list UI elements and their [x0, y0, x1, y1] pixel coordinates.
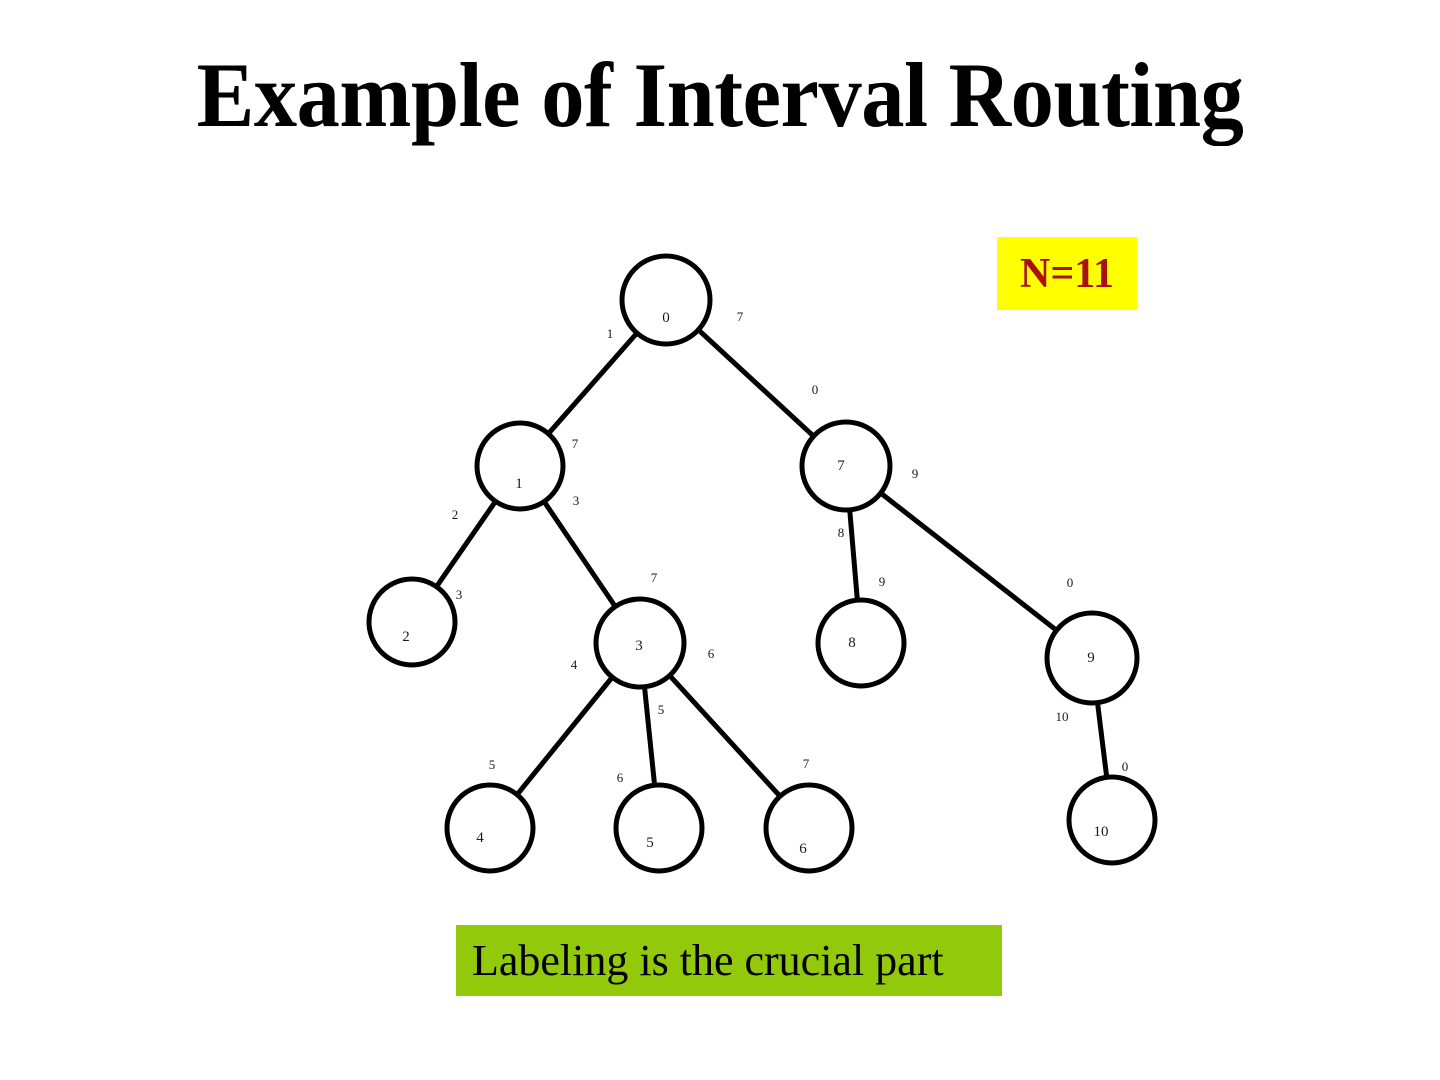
edge-label-3-5-near3: 5: [658, 702, 665, 717]
node-5-label: 5: [646, 835, 654, 851]
node-9-label: 9: [1087, 650, 1095, 666]
page-title: Example of Interval Routing: [196, 44, 1244, 146]
graph-edge-1-3: [540, 498, 619, 610]
edge-label-7-8-near8: 9: [879, 574, 886, 589]
node-2-label: 2: [402, 629, 410, 645]
graph-edge-7-8: [847, 507, 861, 603]
node-0-label: 0: [662, 310, 670, 326]
node-6-label: 6: [799, 841, 807, 857]
edge-label-3-4-near4: 5: [489, 757, 496, 772]
node-3-label: 3: [635, 638, 643, 654]
graph-node-0: [619, 253, 713, 347]
edge-label-3-4-near3: 4: [571, 657, 578, 672]
node-4-label: 4: [476, 830, 484, 846]
graph-edges: [433, 326, 1110, 800]
edge-label-1-2-near1: 2: [452, 507, 459, 522]
edge-label-1-3-near1: 3: [573, 493, 580, 508]
edge-label-3-5-near5: 6: [617, 770, 624, 785]
graph-node-8: [815, 597, 907, 689]
graph-edge-0-1: [545, 329, 641, 437]
edge-label-0-1-near0: 1: [607, 326, 614, 341]
graph-node-2: [366, 576, 458, 668]
graph-edge-7-9: [877, 489, 1060, 634]
graph-node-7: [799, 419, 893, 513]
caption-banner-label: Labeling is the crucial part: [472, 936, 944, 985]
edge-label-3-6-near6: 7: [803, 756, 810, 771]
graph-node-10: [1066, 774, 1158, 866]
graph-node-3: [593, 596, 687, 690]
caption-banner: Labeling is the crucial part: [456, 925, 1002, 996]
graph-node-4: [444, 782, 536, 874]
graph-node-1: [474, 420, 566, 512]
node-8-label: 8: [848, 635, 856, 651]
edge-label-9-10-near10: 0: [1122, 759, 1129, 774]
graph-nodes: [366, 253, 1158, 874]
node-count-badge: N=11: [997, 237, 1137, 310]
node-10-label: 10: [1094, 824, 1109, 840]
graph-edge-3-6: [666, 672, 784, 800]
edge-label-7-9-near7: 9: [912, 466, 919, 481]
edge-label-0-1-near1: 7: [572, 436, 579, 451]
graph-edge-0-7: [695, 326, 817, 440]
node-count-badge-label: N=11: [1020, 250, 1114, 297]
edge-label-7-9-near9: 0: [1067, 575, 1074, 590]
edge-label-7-8-near7: 8: [838, 525, 845, 540]
edge-label-9-10-near9: 10: [1056, 709, 1069, 724]
node-7-label: 7: [837, 458, 845, 474]
edge-label-1-3-near3: 7: [651, 570, 658, 585]
graph-edge-3-4: [513, 674, 616, 798]
graph-edge-9-10: [1094, 700, 1110, 780]
edge-label-3-6-near3: 6: [708, 646, 715, 661]
graph-edge-3-5: [641, 684, 658, 788]
edge-label-1-2-near2: 3: [456, 587, 463, 602]
graph-node-5: [613, 782, 705, 874]
edge-label-0-7-near0: 7: [737, 309, 744, 324]
graph-node-6: [763, 782, 855, 874]
edge-label-0-7-near7: 0: [812, 382, 819, 397]
graph-edge-1-2: [433, 498, 499, 590]
graph-node-9: [1044, 610, 1140, 706]
node-1-label: 1: [515, 476, 523, 492]
